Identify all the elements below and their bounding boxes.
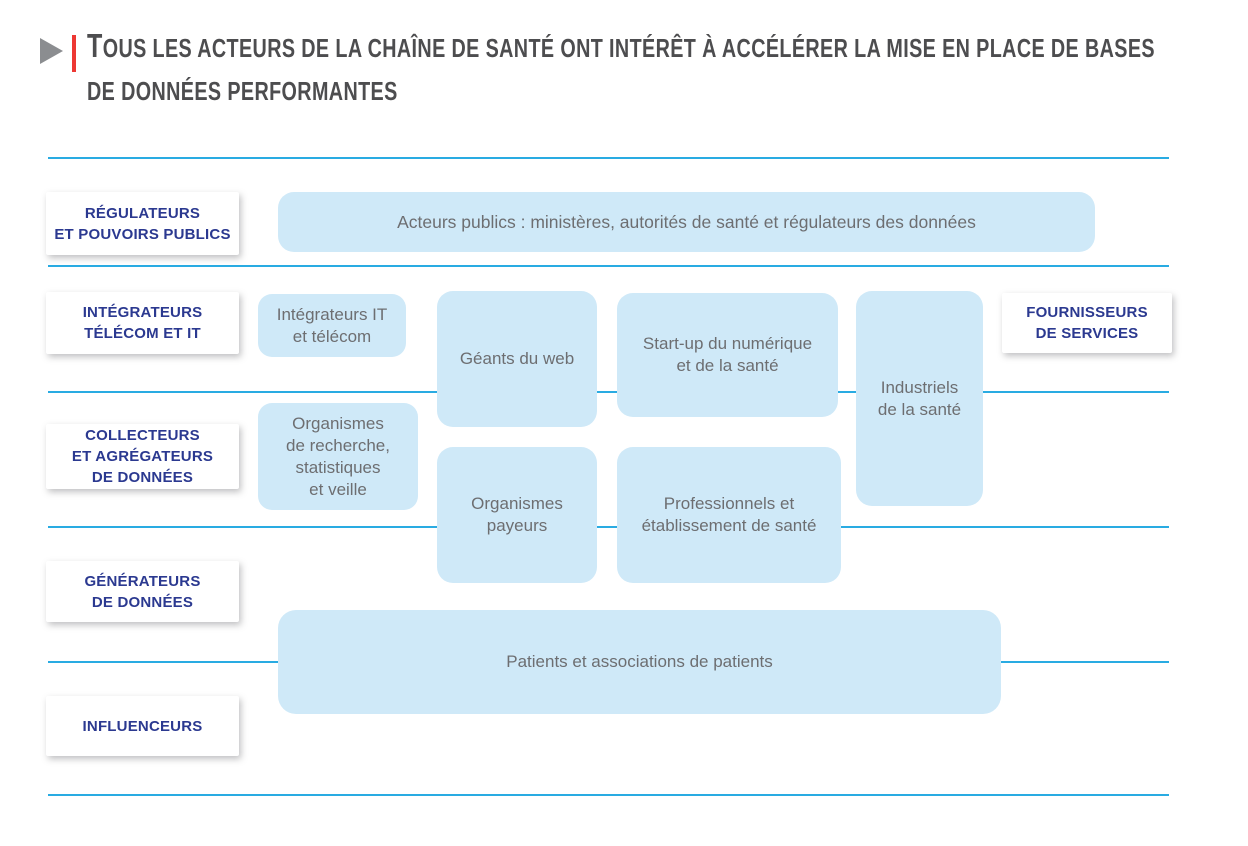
row-label-generateurs: GÉNÉRATEURS DE DONNÉES [46, 561, 239, 622]
page-title: Tous les acteurs de la chaîne de santé o… [87, 27, 1155, 106]
row-label-integrateurs: INTÉGRATEURS TÉLÉCOM ET IT [46, 292, 239, 354]
play-triangle-icon [40, 38, 63, 64]
node-text: Acteurs publics : ministères, autorités … [397, 212, 976, 232]
row-label-text: INFLUENCEURS [82, 717, 203, 735]
node-text: Start-up du numérique et de la santé [642, 334, 813, 375]
node-organismes-recherche: Organismes de recherche, statistiques et… [258, 403, 418, 510]
title-accent-bar [72, 35, 76, 72]
row-divider-line [48, 526, 1169, 528]
node-text: Intégrateurs IT et télécom [276, 304, 388, 346]
row-label-text: COLLECTEURS ET AGRÉGATEURS DE DONNÉES [71, 427, 214, 486]
row-label-text: FOURNISSEURS DE SERVICES [1026, 304, 1148, 342]
row-divider-line [48, 794, 1169, 796]
row-divider-line [48, 265, 1169, 267]
row-label-fournisseurs: FOURNISSEURS DE SERVICES [1002, 293, 1172, 353]
node-text: Industriels de la santé [877, 377, 962, 419]
node-organismes-payeurs: Organismes payeurs [437, 447, 597, 583]
node-patients-associations: Patients et associations de patients [278, 610, 1001, 714]
node-text: Professionnels et établissement de santé [641, 494, 817, 535]
node-industriels-sante: Industriels de la santé [856, 291, 983, 506]
node-text: Organismes de recherche, statistiques et… [286, 413, 390, 499]
row-divider-line [48, 391, 1169, 393]
row-label-text: INTÉGRATEURS TÉLÉCOM ET IT [82, 304, 203, 342]
row-label-collecteurs: COLLECTEURS ET AGRÉGATEURS DE DONNÉES [46, 424, 239, 489]
row-label-text: RÉGULATEURS ET POUVOIRS PUBLICS [54, 204, 231, 243]
node-text: Patients et associations de patients [506, 652, 773, 671]
row-label-text: GÉNÉRATEURS DE DONNÉES [84, 572, 201, 611]
node-text: Organismes payeurs [471, 494, 563, 535]
row-divider-line [48, 157, 1169, 159]
node-integrateurs-it-telecom: Intégrateurs IT et télécom [258, 294, 406, 357]
row-label-influenceurs: INFLUENCEURS [46, 696, 239, 756]
node-acteurs-publics: Acteurs publics : ministères, autorités … [278, 192, 1095, 252]
node-geants-du-web: Géants du web [437, 291, 597, 427]
node-text: Géants du web [459, 349, 575, 368]
node-startup-numerique-sante: Start-up du numérique et de la santé [617, 293, 838, 417]
node-professionnels-etablissements: Professionnels et établissement de santé [617, 447, 841, 583]
row-label-regulateurs: RÉGULATEURS ET POUVOIRS PUBLICS [46, 192, 239, 255]
